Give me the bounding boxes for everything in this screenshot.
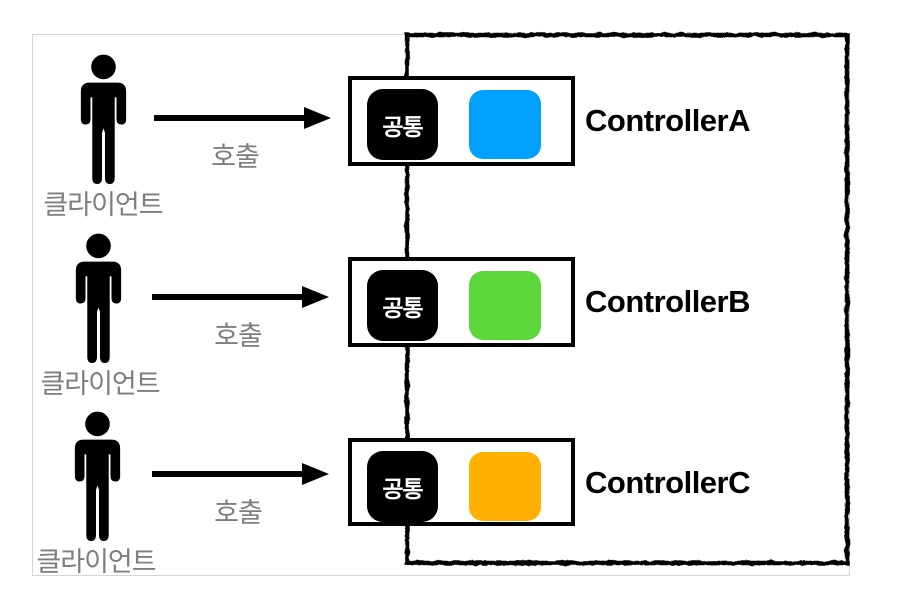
controller-label: ControllerC	[585, 465, 751, 500]
controller-label: ControllerB	[585, 284, 751, 319]
controller-box: 공통	[348, 257, 575, 347]
person-icon	[80, 54, 127, 185]
controller-color-block	[469, 452, 541, 521]
controller-label: ControllerA	[585, 103, 751, 138]
shared-badge: 공통	[367, 89, 438, 160]
controller-color-block	[469, 271, 541, 340]
person-icon	[74, 411, 121, 542]
client-label: 클라이언트	[40, 369, 160, 399]
call-arrow-icon	[154, 107, 331, 129]
controller-color-block	[469, 90, 541, 159]
call-label: 호출	[211, 142, 260, 172]
client-label: 클라이언트	[43, 190, 163, 220]
shared-badge: 공통	[367, 270, 438, 341]
call-label: 호출	[214, 498, 263, 528]
call-label: 호출	[214, 321, 263, 351]
controller-box: 공통	[348, 76, 575, 166]
client-label: 클라이언트	[36, 547, 156, 577]
shared-badge: 공통	[367, 451, 438, 522]
call-arrow-icon	[152, 286, 329, 308]
call-arrow-icon	[152, 463, 329, 485]
person-icon	[75, 233, 122, 364]
controller-box: 공통	[348, 438, 575, 526]
